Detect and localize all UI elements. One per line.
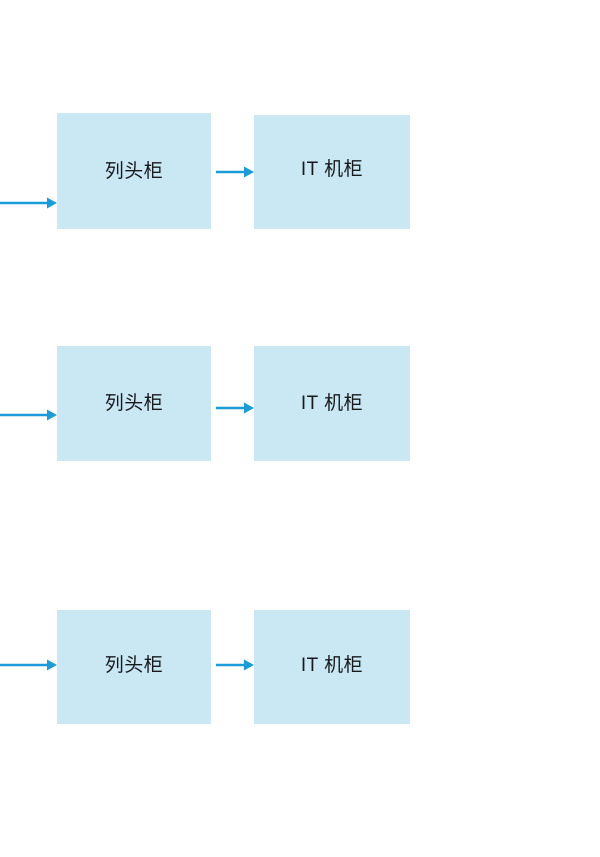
process-node[interactable] bbox=[57, 610, 211, 724]
node-label: 列头柜 bbox=[104, 393, 164, 414]
flow-arrow bbox=[0, 196, 57, 210]
arrow-head-icon bbox=[244, 166, 254, 178]
process-node[interactable] bbox=[254, 115, 410, 229]
arrow-head-icon bbox=[244, 659, 254, 671]
arrow-head-icon bbox=[244, 402, 254, 414]
process-node[interactable] bbox=[254, 610, 410, 724]
node-label: IT 机柜 bbox=[300, 393, 364, 414]
arrow-head-icon bbox=[47, 197, 57, 209]
process-node[interactable] bbox=[57, 113, 211, 229]
flow-arrow bbox=[216, 658, 254, 672]
node-label: 列头柜 bbox=[104, 161, 164, 182]
node-label: 列头柜 bbox=[104, 655, 164, 676]
arrow-head-icon bbox=[47, 659, 57, 671]
flow-arrow bbox=[0, 408, 57, 422]
node-label: IT 机柜 bbox=[300, 655, 364, 676]
flow-arrow bbox=[216, 401, 254, 415]
node-label: IT 机柜 bbox=[300, 159, 364, 180]
process-node[interactable] bbox=[254, 346, 410, 461]
arrow-head-icon bbox=[47, 409, 57, 421]
process-node[interactable] bbox=[57, 346, 211, 461]
flow-arrow bbox=[216, 165, 254, 179]
flow-arrow bbox=[0, 658, 57, 672]
